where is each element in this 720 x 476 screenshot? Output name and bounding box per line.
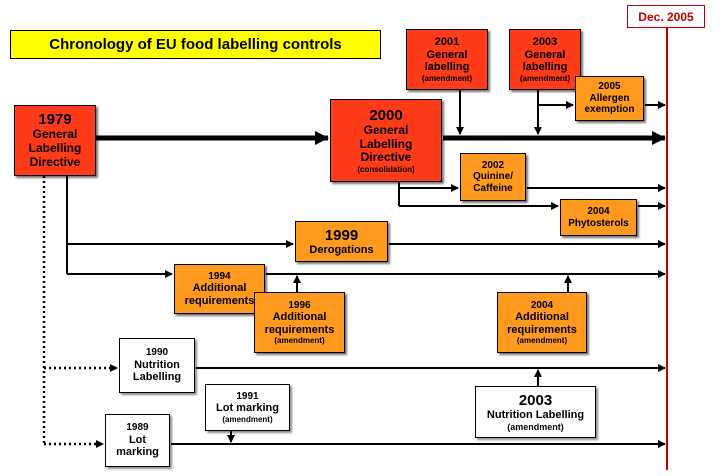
box-2003-nutrition-labelling-amendment: 2003 Nutrition Labelling (amendment) (475, 386, 596, 438)
box-2005-allergen-exemption: 2005 Allergen exemption (575, 76, 644, 121)
box-1996-additional-requirements-amendment: 1996 Additional requirements (amendment) (254, 292, 345, 353)
box-1990-nutrition-labelling: 1990 Nutrition Labelling (119, 338, 195, 393)
deadline-label: Dec. 2005 (627, 5, 705, 28)
box-2002-quinine-caffeine: 2002 Quinine/ Caffeine (460, 153, 526, 201)
box-2004-phytosterols: 2004 Phytosterols (560, 199, 637, 236)
box-1979-general-labelling-directive: 1979 General Labelling Directive (14, 105, 96, 176)
diagram-title: Chronology of EU food labelling controls (10, 30, 381, 59)
box-1991-lot-marking-amendment: 1991 Lot marking (amendment) (205, 384, 290, 431)
box-2003-general-labelling-amendment: 2003 General labelling (amendment) (509, 29, 581, 90)
box-1989-lot-marking: 1989 Lot marking (105, 414, 170, 467)
box-2004-additional-requirements-amendment: 2004 Additional requirements (amendment) (497, 292, 587, 353)
box-2000-general-labelling-directive: 2000 General Labelling Directive (consol… (330, 99, 442, 182)
box-1994-additional-requirements: 1994 Additional requirements (174, 264, 265, 314)
box-2001-general-labelling-amendment: 2001 General labelling (amendment) (406, 29, 488, 90)
year: 1979 (38, 111, 72, 129)
box-1999-derogations: 1999 Derogations (295, 221, 388, 262)
